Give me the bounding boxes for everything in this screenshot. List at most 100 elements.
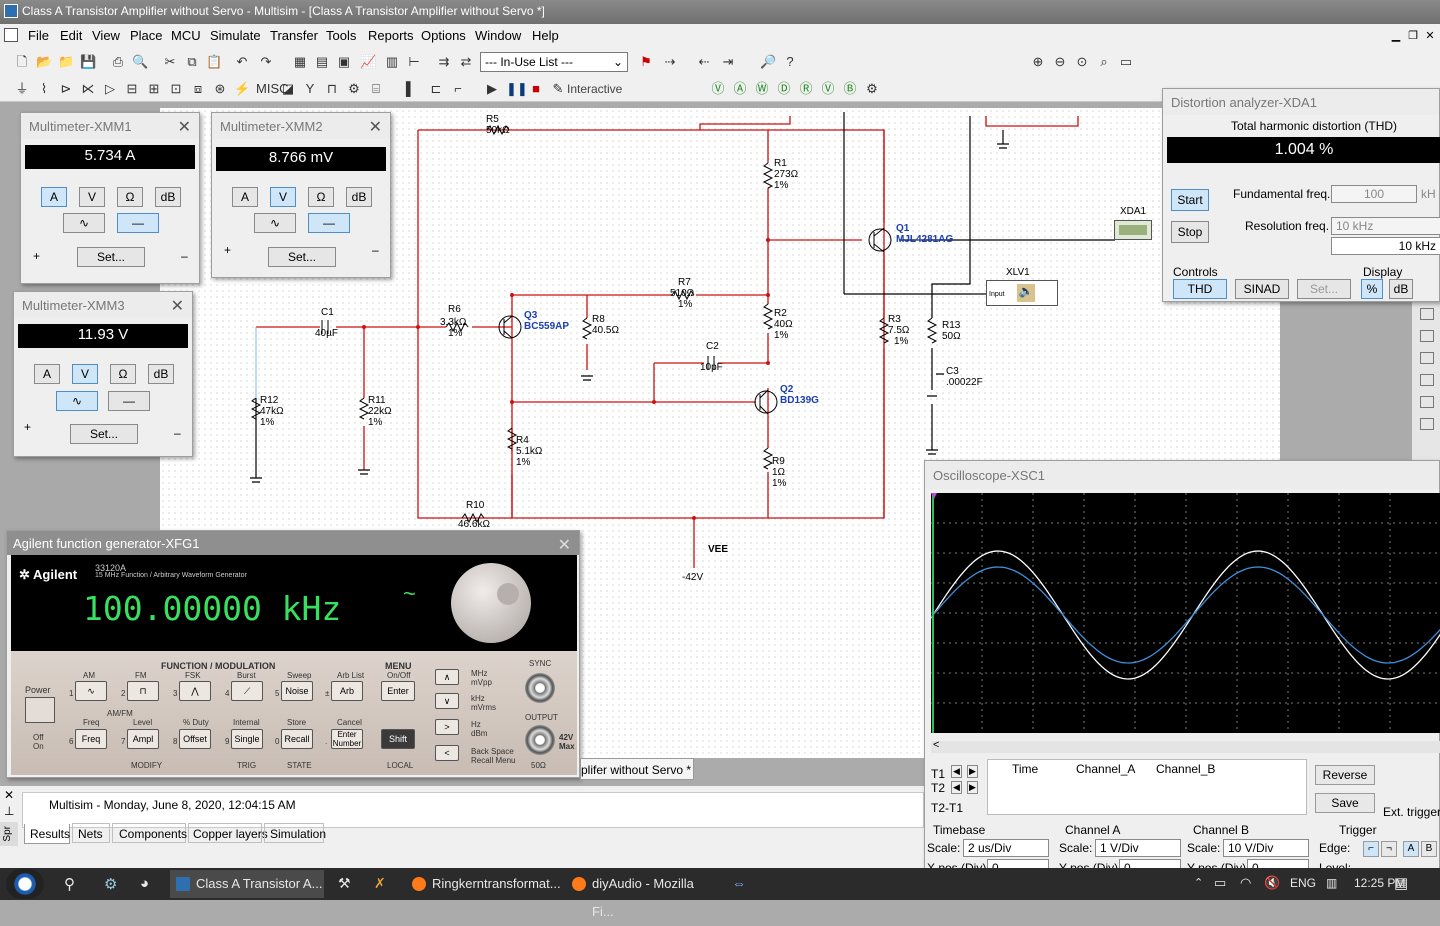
component-wizard-icon[interactable]: ⚑	[640, 54, 652, 69]
oscilloscope-screen[interactable]	[931, 493, 1440, 733]
voltmeter-button[interactable]: V	[72, 364, 98, 384]
paste-icon[interactable]: 📋	[206, 54, 223, 69]
tool-icon[interactable]: ⚒	[338, 875, 351, 891]
negative-terminal[interactable]: –	[181, 249, 188, 263]
hierarchy-icon[interactable]: ⊢	[408, 54, 420, 69]
sinad-button[interactable]: SINAD	[1235, 279, 1289, 299]
probe-digital-icon[interactable]: Ⓥ	[821, 81, 835, 96]
set-button[interactable]: Set...	[1297, 279, 1351, 299]
teamviewer-icon[interactable]: ⇔	[732, 875, 746, 891]
print-preview-icon[interactable]: 🔍	[132, 54, 149, 69]
grapher-icon[interactable]: 📈	[360, 54, 377, 69]
ni-components-icon[interactable]: ⚙	[348, 81, 360, 96]
output-connector[interactable]	[525, 725, 555, 755]
trigger-a-button[interactable]: A	[1403, 841, 1419, 857]
hierarchical-block-icon[interactable]: ▐	[401, 81, 411, 96]
stop-button[interactable]: Stop	[1171, 221, 1209, 243]
save-button[interactable]: Save	[1315, 793, 1375, 813]
close-icon[interactable]: ✕	[4, 788, 15, 802]
postprocessor-icon[interactable]: ▥	[385, 54, 399, 69]
analog-icon[interactable]: ▷	[105, 81, 115, 96]
restore-icon[interactable]: ❐	[1408, 30, 1418, 42]
enter-key[interactable]: Enter	[381, 681, 415, 701]
sync-connector[interactable]	[525, 673, 555, 703]
menu-simulate[interactable]: Simulate	[210, 28, 261, 43]
open-icon[interactable]: 📂	[36, 54, 53, 69]
new-icon[interactable]: 🗋	[16, 54, 28, 69]
close-icon[interactable]: ✕	[177, 119, 191, 136]
ammeter-button[interactable]: A	[34, 364, 60, 384]
left-arrow-key[interactable]: <	[435, 745, 459, 761]
task-firefox-ringkern[interactable]: Ringkerntransformat...	[406, 870, 561, 898]
bode-plotter-tool-icon[interactable]	[1420, 396, 1434, 408]
electrical-rules-icon[interactable]: ⇉	[438, 54, 450, 69]
wifi-icon[interactable]: ◠	[1240, 875, 1252, 890]
noise-key[interactable]: Noise	[281, 681, 313, 701]
task-multisim[interactable]: Class A Transistor A...	[170, 870, 324, 898]
recall-key[interactable]: Recall	[281, 729, 313, 749]
document-icon[interactable]	[4, 28, 18, 42]
sine-key[interactable]: ∿	[75, 681, 107, 701]
search-icon[interactable]: ⚲	[64, 876, 75, 893]
dc-button[interactable]: —	[117, 213, 159, 233]
t1-right-arrow-icon[interactable]: ▶	[967, 765, 978, 778]
ac-button[interactable]: ∿	[254, 213, 296, 233]
wattmeter-tool-icon[interactable]	[1420, 352, 1434, 364]
t2-left-arrow-icon[interactable]: ◀	[951, 781, 962, 794]
dc-button[interactable]: —	[308, 213, 350, 233]
probe-bus-icon[interactable]: Ⓑ	[843, 81, 857, 96]
vee-label[interactable]: VEE	[708, 544, 729, 555]
t2-right-arrow-icon[interactable]: ▶	[967, 781, 978, 794]
copy-icon[interactable]: ⧉	[187, 54, 197, 69]
sound-meter-symbol[interactable]: Input 🔈	[986, 280, 1058, 306]
forward-annotate-icon[interactable]: ⇠	[698, 54, 710, 69]
ttl-icon[interactable]: ⊟	[126, 81, 138, 96]
help-icon[interactable]: ?	[786, 54, 794, 69]
oscilloscope-title[interactable]: Oscilloscope-XSC1	[925, 461, 1439, 489]
ampl-key[interactable]: Ampl	[127, 729, 159, 749]
menu-transfer[interactable]: Transfer	[270, 28, 318, 43]
bus-icon[interactable]: ⊏	[430, 81, 442, 96]
db-button[interactable]: dB	[148, 364, 174, 384]
tab-components[interactable]: Components	[112, 823, 187, 843]
menu-tools[interactable]: Tools	[326, 28, 357, 43]
thd-button[interactable]: THD	[1173, 279, 1227, 299]
db-button[interactable]: dB	[155, 187, 181, 207]
zoom-out-icon[interactable]: ⊖	[1054, 54, 1066, 69]
task-firefox-diyaudio[interactable]: diyAudio - Mozilla Fi...	[566, 870, 716, 919]
zoom-area-icon[interactable]: ⊙	[1076, 54, 1088, 69]
db-button[interactable]: dB	[346, 187, 372, 207]
advanced-peripherals-icon[interactable]: ◪	[281, 81, 295, 96]
start-button[interactable]	[6, 869, 44, 899]
channel-b-scale-input[interactable]: 10 V/Div	[1223, 839, 1309, 857]
minimize-icon[interactable]: ▁	[1391, 30, 1401, 42]
network-icon[interactable]: ▭	[1214, 875, 1227, 890]
back-annotate-icon[interactable]: ⇄	[460, 54, 472, 69]
close-icon[interactable]: ✕	[1425, 30, 1435, 42]
triangle-key[interactable]: ⋀	[179, 681, 211, 701]
timebase-scale-input[interactable]: 2 us/Div	[963, 839, 1049, 857]
show-hidden-icons[interactable]: ⌃	[1194, 877, 1204, 889]
export-icon[interactable]: ⇥	[722, 54, 734, 69]
misc-icon[interactable]: MISC	[256, 81, 289, 96]
square-key[interactable]: ⊓	[127, 681, 159, 701]
arb-key[interactable]: Arb	[331, 681, 363, 701]
positive-terminal[interactable]: +	[224, 243, 232, 257]
close-icon[interactable]: ✕	[557, 537, 571, 554]
down-arrow-key[interactable]: ∨	[435, 693, 459, 709]
design-tab[interactable]: plifer without Servo *	[580, 758, 694, 780]
menu-file[interactable]: File	[28, 28, 49, 43]
close-icon[interactable]: ✕	[368, 119, 382, 136]
toggle-spreadsheet-icon[interactable]: ▤	[315, 54, 329, 69]
save-icon[interactable]: 💾	[80, 54, 97, 69]
language-indicator[interactable]: ENG	[1290, 876, 1317, 890]
